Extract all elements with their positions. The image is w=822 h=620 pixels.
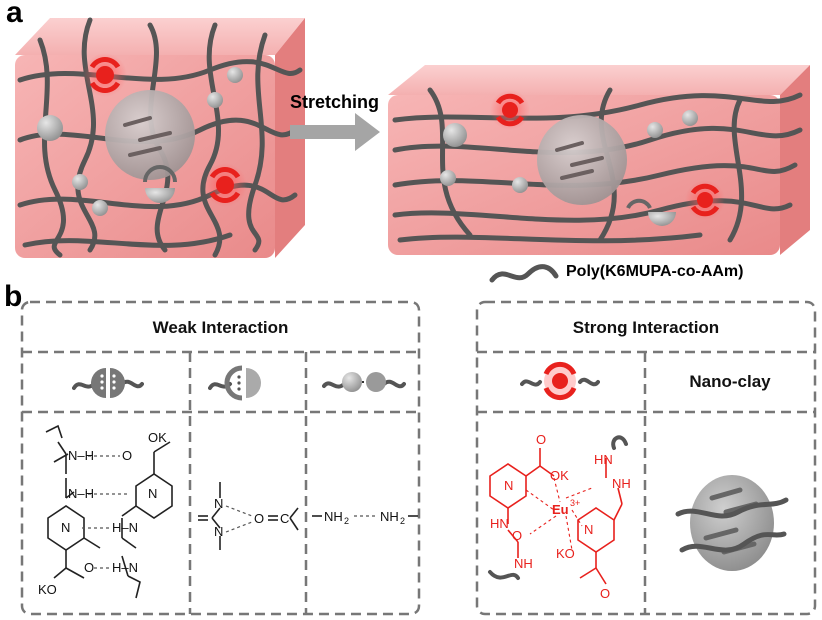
chem-hn-2: H–N [112,560,138,575]
svg-text:O: O [512,528,522,543]
panel-b-letter: b [4,280,23,313]
svg-text:NH: NH [514,556,533,571]
chem-o-2: O [84,560,94,575]
panel-b-frames [20,300,817,616]
svg-text:OK: OK [550,468,569,483]
strong-interaction-title: Strong Interaction [572,318,720,337]
chem-ok-top: OK [148,430,167,445]
svg-text:O: O [254,511,264,526]
svg-text:HN: HN [594,452,613,467]
svg-text:NH: NH [612,476,631,491]
gel-block-stretched [388,65,810,255]
panel-a-letter: a [6,0,23,29]
svg-text:O: O [536,432,546,447]
weak-interaction-title: Weak Interaction [152,318,289,337]
chem-n-1: N–H [68,448,94,463]
svg-text:HN: HN [490,516,509,531]
chem-n-pyr-r: N [148,486,157,501]
hydrogen-bond-dimer-icon [72,368,144,398]
gel-cube-unstretched [15,17,305,258]
svg-text:NH: NH [324,509,343,524]
chem-n-2: N–H [68,486,94,501]
chem-n-pyr-l: N [61,520,70,535]
chem-hn-1: H–N [112,520,138,535]
nano-clay-label: Nano-clay [689,372,771,391]
svg-text:3+: 3+ [570,498,580,508]
svg-text:NH: NH [380,509,399,524]
amine-amine-icon [322,372,406,392]
panel-a-illustration [15,17,810,258]
polymer-chain-legend-icon [489,264,559,283]
svg-text:N: N [214,524,223,539]
stretching-label: Stretching [290,92,380,112]
eu-complex-structure: O OK N Eu 3+ HN NH N HN O NH KO O [488,432,631,601]
nano-clay-illustration [675,475,789,571]
svg-text:KO: KO [556,546,575,561]
polymer-legend-label: Poly(K6MUPA-co-AAm) [566,263,744,280]
svg-text:N: N [214,496,223,511]
eu-complex-icon [520,361,600,401]
svg-text:N: N [584,522,593,537]
svg-text:2: 2 [400,516,405,526]
chem-ko-bottom: KO [38,582,57,597]
stretching-arrow [290,113,380,151]
svg-text:Eu: Eu [552,502,569,517]
urea-carbonyl-structure: N N O C [198,482,299,550]
amine-amine-structure: NH 2 NH 2 [312,509,418,526]
svg-text:C: C [280,511,289,526]
urea-pyridine-dimer-structure: N–H N–H O OK N N H–N H–N O KO [38,424,173,599]
svg-text:O: O [600,586,610,601]
svg-text:2: 2 [344,516,349,526]
svg-text:N: N [504,478,513,493]
chem-o-1: O [122,448,132,463]
urea-carbonyl-icon [208,365,261,401]
